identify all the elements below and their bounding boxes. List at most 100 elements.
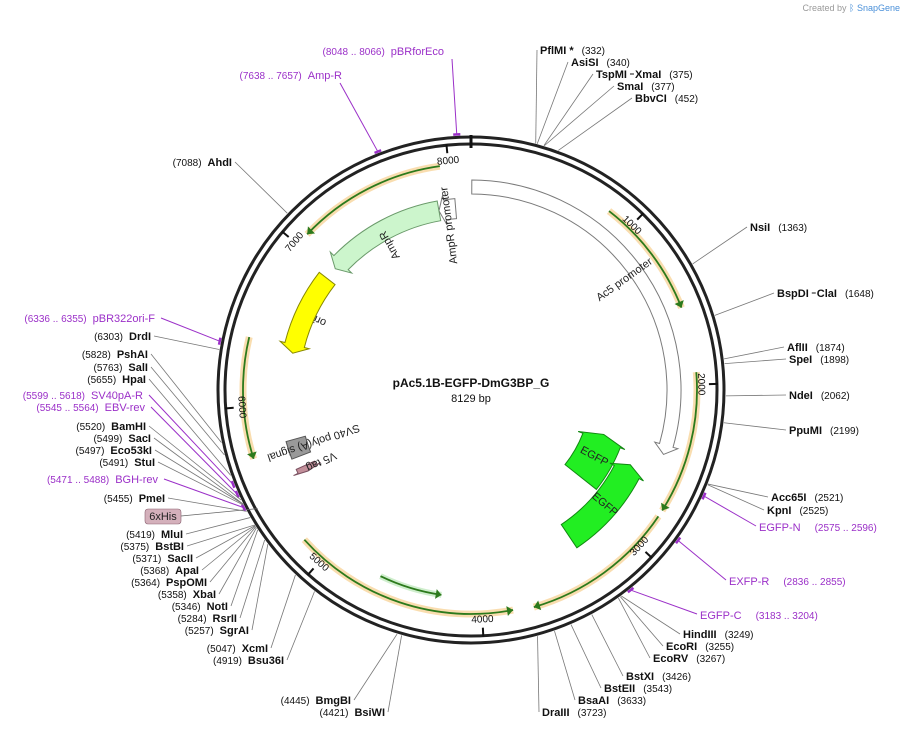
enzyme-name: EcoRI — [666, 641, 697, 653]
enzyme-leader — [234, 161, 288, 214]
enzyme-site: PspOMI(5364) — [131, 526, 257, 589]
feature-arrow — [560, 462, 644, 549]
primer-leader — [677, 540, 727, 581]
enzyme-position: (5491) — [99, 458, 128, 469]
orf-arrowhead — [247, 451, 257, 459]
primer-label: EGFP-N(2575 .. 2596) — [759, 522, 877, 534]
primer-mark — [374, 149, 382, 155]
enzyme-leader — [543, 85, 615, 147]
enzyme-name: ClaI — [817, 288, 837, 300]
enzyme-leader — [286, 591, 315, 661]
enzyme-site: XcmI(5047) — [207, 574, 296, 655]
primer-mark — [701, 492, 707, 500]
enzyme-position: (3633) — [617, 696, 646, 707]
enzyme-leader — [535, 49, 538, 144]
enzyme-leader — [537, 636, 540, 713]
enzyme-leader — [150, 353, 222, 443]
enzyme-site: StuI(5491) — [99, 457, 244, 506]
enzyme-leader — [570, 624, 602, 689]
orf-line — [306, 165, 440, 235]
enzyme-name: XmaI — [635, 69, 661, 81]
tick-mark — [306, 567, 315, 576]
orf-arrowhead — [533, 600, 542, 611]
primer-range: (5545 .. 5564) — [36, 403, 98, 414]
enzyme-leader — [150, 366, 225, 456]
enzyme-site: AflII(1874) — [724, 342, 845, 360]
enzyme-position: (5828) — [82, 350, 111, 361]
enzyme-position: (5047) — [207, 644, 236, 655]
enzyme-position: (5364) — [131, 578, 160, 589]
enzyme-site: Eco53kI(5497) — [76, 445, 244, 505]
enzyme-leader — [157, 461, 244, 506]
primer-label: Amp-R(7638 .. 7657) — [240, 70, 343, 82]
feature-arrow — [438, 194, 458, 225]
feature-arrow — [293, 460, 321, 477]
primer-range: (5599 .. 5618) — [23, 391, 85, 402]
enzyme-position: (4445) — [281, 696, 310, 707]
enzyme-name: PflMI * — [540, 45, 574, 57]
tick-mark — [445, 144, 449, 154]
primer-mark — [217, 337, 222, 345]
enzyme-leader — [723, 422, 787, 431]
enzyme-site: DraIII(3723) — [537, 636, 606, 719]
feature-arrow — [471, 179, 682, 456]
feature-label: ori — [312, 313, 328, 329]
primer-mark — [675, 536, 682, 545]
enzyme-name: AhdI — [208, 157, 232, 169]
orf-line — [533, 515, 660, 608]
enzyme-leader — [148, 425, 242, 501]
feature-label: SV40 poly(A) signal — [266, 421, 361, 463]
enzyme-leader — [167, 497, 247, 512]
credit-brand: SnapGene — [856, 3, 900, 13]
primer-name: EGFP-N — [759, 522, 801, 534]
tick-mark — [636, 212, 645, 221]
enzyme-site: HindIII(3249) — [621, 595, 754, 641]
enzyme-position: (5497) — [76, 446, 105, 457]
enzyme-leader — [724, 346, 785, 360]
enzyme-name: BsaAI — [578, 695, 609, 707]
backbone — [216, 135, 726, 645]
his-tag-box — [144, 508, 182, 525]
enzyme-position: (377) — [651, 82, 674, 93]
tick-label: 4000 — [471, 614, 494, 626]
enzyme-name: SalI — [128, 362, 148, 374]
primer-leader — [630, 589, 698, 615]
primer-label: pBR322ori-F(6336 .. 6355) — [24, 313, 155, 325]
primer-name: Amp-R — [308, 70, 342, 82]
enzyme-site: PmeI(5455) — [104, 493, 247, 512]
enzyme-site: Acc65I(2521) — [707, 483, 843, 504]
enzyme-position: (7088) — [173, 158, 202, 169]
primer-range: (8048 .. 8066) — [323, 47, 385, 58]
enzyme-position: (5375) — [120, 542, 149, 553]
enzyme-leader — [186, 524, 255, 547]
enzyme-leader — [618, 597, 651, 659]
primer-leader — [703, 495, 757, 527]
enzyme-leader — [558, 97, 633, 151]
enzyme-site: EcoRV(3267) — [618, 597, 725, 665]
enzyme-leader — [591, 614, 624, 677]
enzyme-site: NdeI(2062) — [725, 390, 850, 402]
enzyme-site: HpaI(5655) — [87, 374, 232, 476]
enzyme-site: BstBI(5375) — [120, 524, 255, 553]
enzyme-site: BsiWI(4421) — [320, 635, 403, 719]
enzyme-leader — [153, 335, 220, 350]
primer-leader — [163, 478, 244, 509]
enzyme-leader — [620, 596, 664, 647]
enzyme-site: PpuMI(2199) — [723, 422, 859, 437]
enzyme-position: (1874) — [816, 343, 845, 354]
enzyme-site: SacII(5371) — [132, 525, 256, 565]
enzyme-site: BamHI(5520) — [76, 421, 242, 501]
enzyme-position: (5763) — [94, 363, 123, 374]
primer-label: SV40pA-R(5599 .. 5618) — [23, 390, 143, 402]
enzyme-name: XbaI — [193, 589, 216, 601]
enzyme-site: BstEII(3543) — [570, 624, 672, 695]
enzyme-position: (5346) — [172, 602, 201, 613]
enzyme-leader — [554, 630, 576, 701]
enzyme-position: (3255) — [705, 642, 734, 653]
enzyme-site: EcoRI (3255) — [620, 596, 734, 653]
enzyme-name: EcoRV — [653, 653, 689, 665]
enzyme-leader — [154, 449, 244, 505]
enzyme-position: (5368) — [140, 566, 169, 577]
